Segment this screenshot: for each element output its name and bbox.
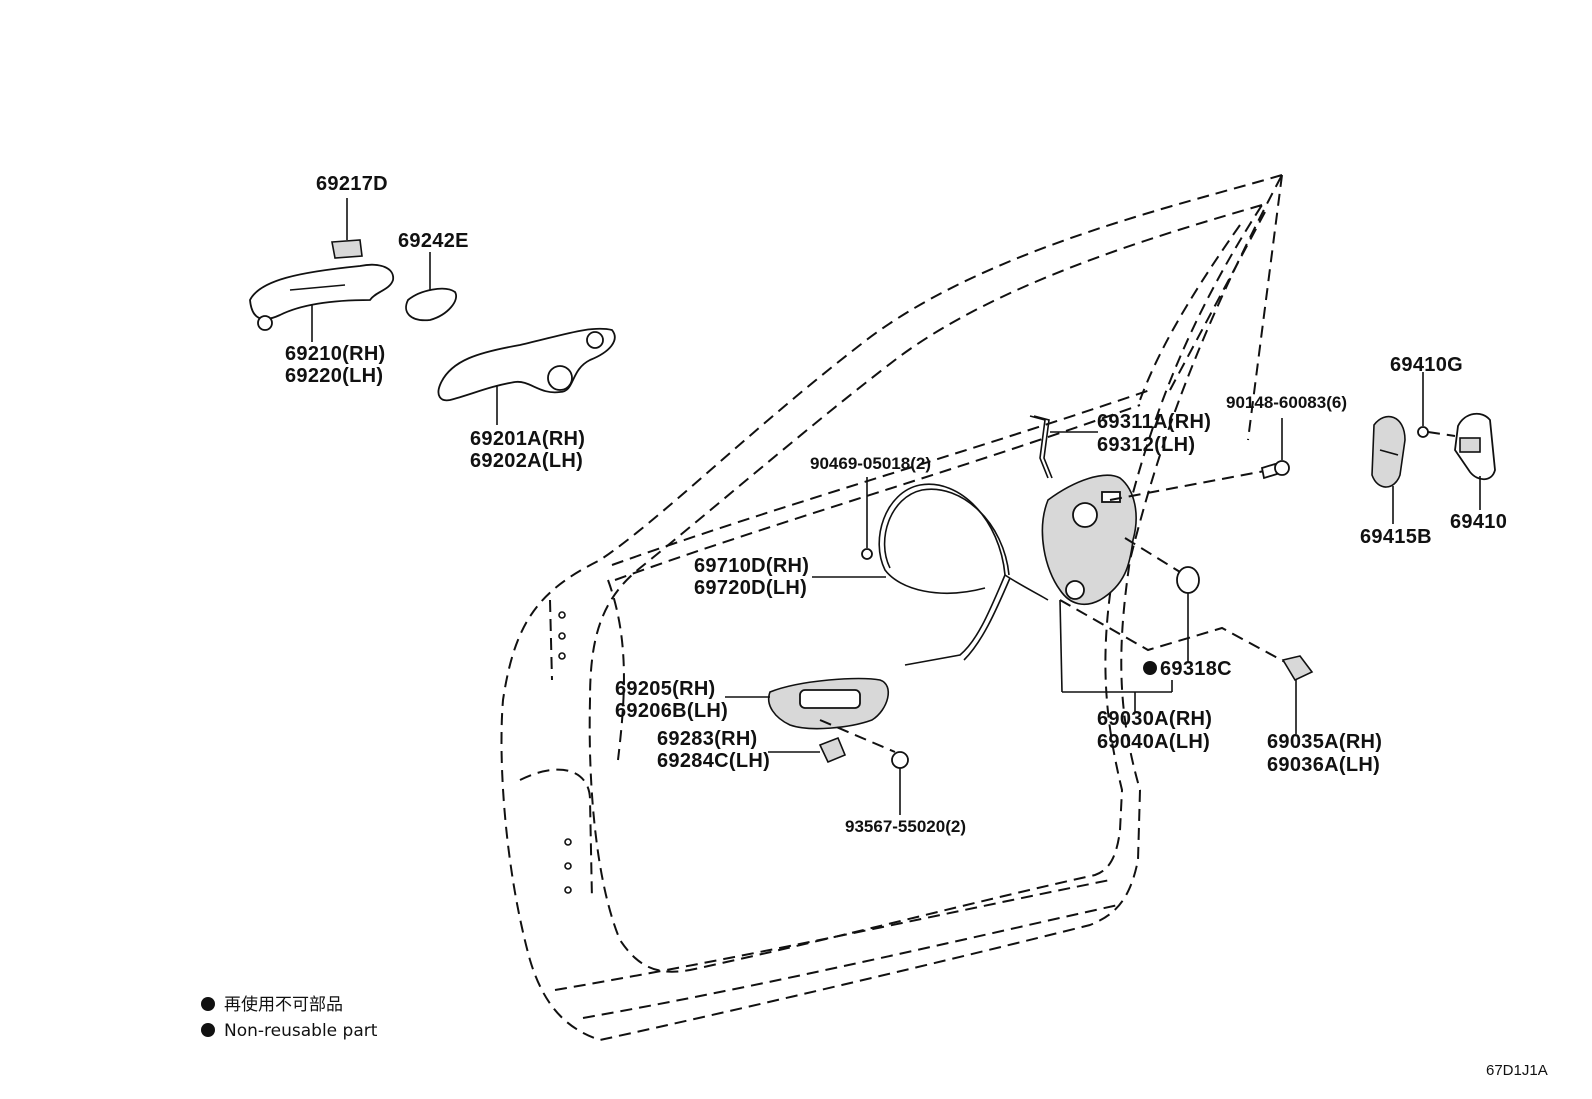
callout-69410: 69410 xyxy=(1450,511,1507,533)
callout-90469: 90469-05018(2) xyxy=(810,454,931,473)
callout-69201: 69201A(RH) xyxy=(470,428,585,450)
door-outline xyxy=(500,173,1284,1042)
callout-69220: 69220(LH) xyxy=(285,365,383,387)
callout-90148: 90148-60083(6) xyxy=(1226,393,1347,412)
lock-rod xyxy=(1029,415,1098,479)
callout-69217: 69217D xyxy=(316,173,388,195)
outside-handle-frame xyxy=(437,327,616,425)
callout-69242: 69242E xyxy=(398,230,469,252)
lock-gasket xyxy=(1176,566,1200,662)
legend-text-en: Non-reusable part xyxy=(224,1021,378,1041)
legend-marker-1 xyxy=(201,997,215,1011)
link-leader xyxy=(1059,599,1286,663)
callout-69202: 69202A(LH) xyxy=(470,450,583,472)
legend-marker-2 xyxy=(201,1023,215,1037)
callout-69030: 69030A(RH) xyxy=(1097,708,1212,730)
callout-69318: 69318C xyxy=(1160,658,1232,680)
outside-handle-pad xyxy=(405,252,457,322)
striker-screw xyxy=(1417,372,1456,438)
bolt-leader xyxy=(1109,469,1271,501)
callout-69415: 69415B xyxy=(1360,526,1432,548)
callout-69206: 69206B(LH) xyxy=(615,700,728,722)
door-lock-cable xyxy=(812,477,1049,666)
bolt-90148 xyxy=(1260,418,1290,480)
callout-69205: 69205(RH) xyxy=(615,678,716,700)
outside-handle-cover xyxy=(331,198,363,259)
striker xyxy=(1454,412,1496,510)
callout-69036: 69036A(LH) xyxy=(1267,754,1380,776)
outside-handle xyxy=(249,263,394,342)
door-lock-link xyxy=(1281,655,1314,734)
door-lock-assembly xyxy=(1041,474,1173,712)
callout-69410g: 69410G xyxy=(1390,354,1463,376)
legend-text-jp: 再使用不可部品 xyxy=(224,994,343,1015)
inside-handle xyxy=(725,677,890,730)
gasket-leader xyxy=(1124,537,1181,573)
striker-cover xyxy=(1371,415,1406,524)
non-reusable-marker xyxy=(1143,661,1157,675)
callout-69040: 69040A(LH) xyxy=(1097,731,1210,753)
callout-69311: 69311A(RH) xyxy=(1097,411,1211,433)
callout-69283: 69283(RH) xyxy=(657,728,758,750)
legend: 再使用不可部品 Non-reusable part xyxy=(201,994,378,1041)
callout-69284: 69284C(LH) xyxy=(657,750,770,772)
callout-69720: 69720D(LH) xyxy=(694,577,807,599)
callout-69710: 69710D(RH) xyxy=(694,555,809,577)
inside-handle-bezel xyxy=(768,736,847,764)
callout-93567: 93567-55020(2) xyxy=(845,817,966,836)
figure-code: 67D1J1A xyxy=(1486,1062,1548,1079)
callout-69210: 69210(RH) xyxy=(285,343,386,365)
callout-69035: 69035A(RH) xyxy=(1267,731,1382,753)
screw-93567 xyxy=(819,719,909,815)
callout-69312: 69312(LH) xyxy=(1097,434,1195,456)
